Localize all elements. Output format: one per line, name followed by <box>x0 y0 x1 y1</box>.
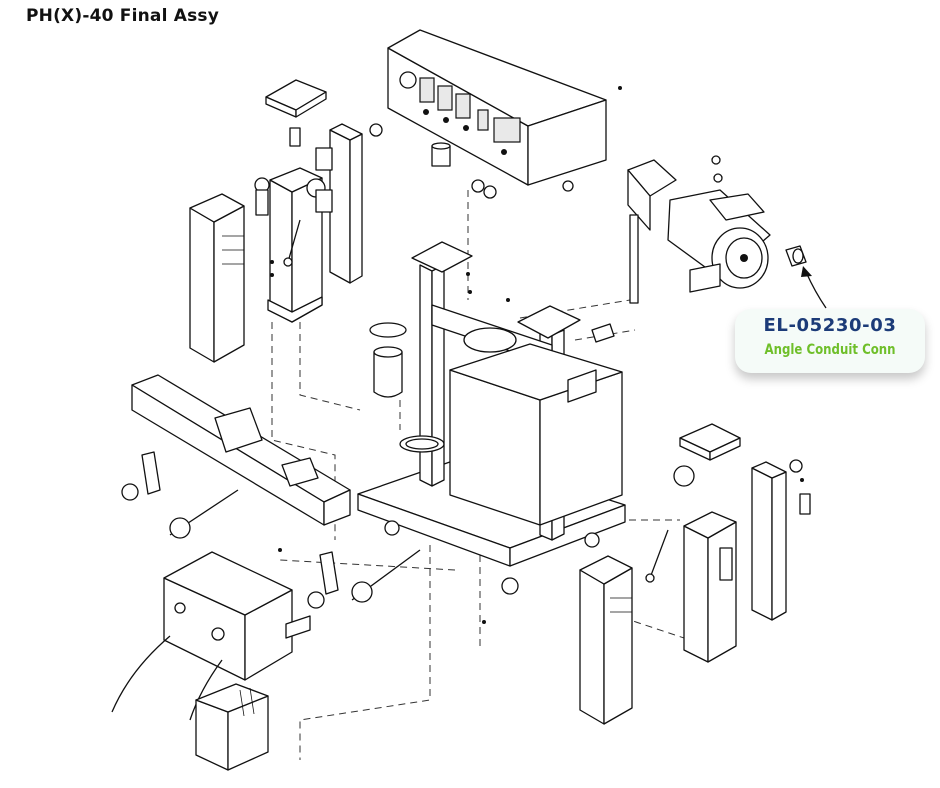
manifold-assembly-left <box>121 374 421 609</box>
box-fittings <box>431 142 497 199</box>
part-number-label: EL-05230-03 <box>763 315 897 336</box>
control-box <box>387 29 607 192</box>
bracket-left <box>315 123 383 284</box>
shroud-right <box>579 555 633 725</box>
bracket-right <box>751 459 811 621</box>
proportioner-pump-left <box>254 127 326 323</box>
part-description-label: Angle Conduit Conn <box>764 342 896 358</box>
angle-conduit-connector <box>785 245 807 267</box>
transformer-core <box>195 683 269 771</box>
fasteners <box>270 86 804 624</box>
motor-assembly <box>627 155 771 304</box>
proportioner-pump-right <box>645 465 737 663</box>
cover-plate-top-left <box>265 79 327 118</box>
transformer-box <box>111 551 311 721</box>
frame-cart <box>357 241 626 595</box>
shroud-left <box>189 193 245 363</box>
cover-plate-right <box>679 423 741 461</box>
page-title: PH(X)-40 Final Assy <box>26 6 219 26</box>
callout-arrow <box>801 266 827 309</box>
hopper-bucket <box>369 322 445 453</box>
part-callout: EL-05230-03 Angle Conduit Conn <box>735 309 925 373</box>
